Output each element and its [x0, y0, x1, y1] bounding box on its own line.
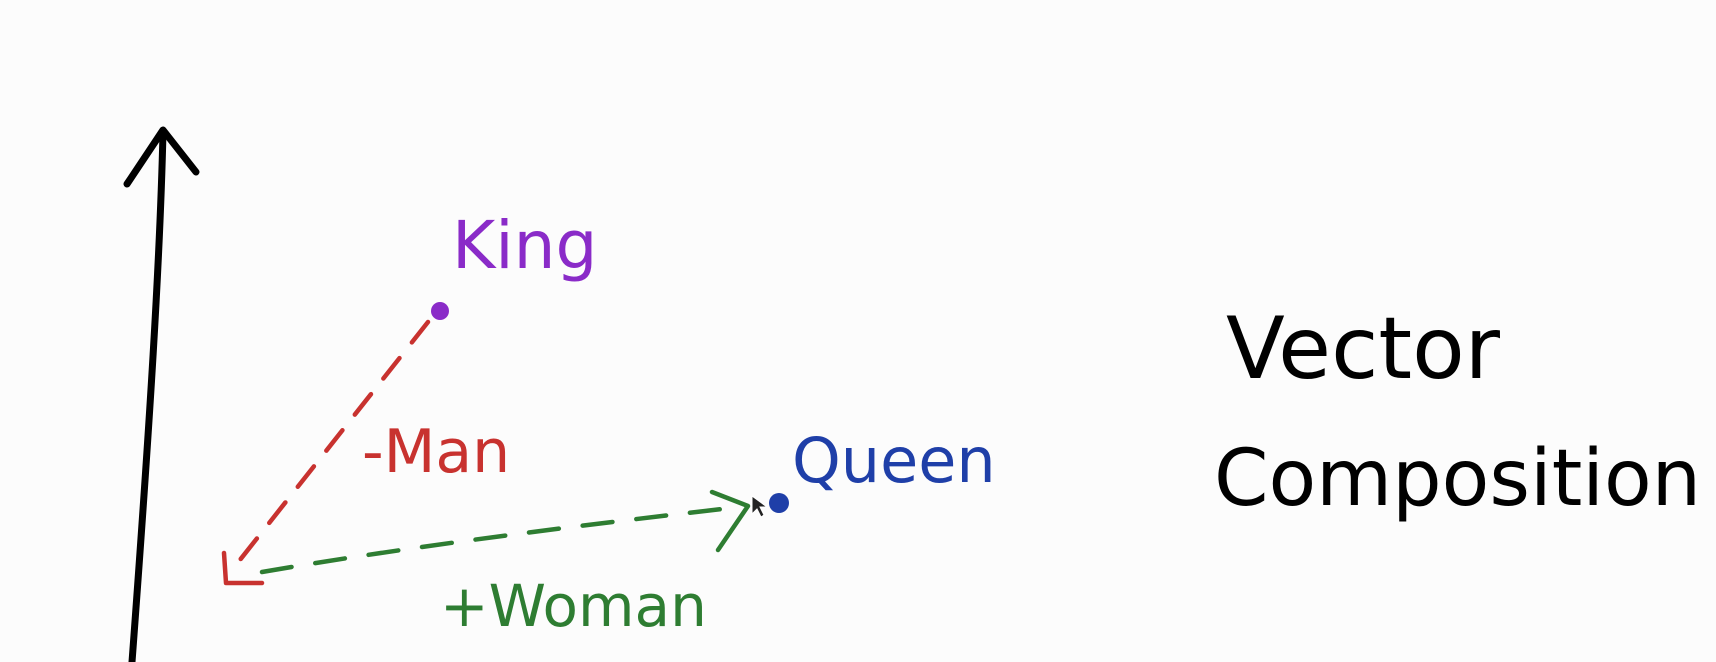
king-point — [431, 302, 449, 320]
plus-woman-label: +Woman — [440, 572, 707, 640]
queen-point — [769, 493, 789, 513]
minus-man-vector — [221, 319, 431, 586]
y-axis — [123, 126, 200, 662]
title-line-1: Vector — [1226, 299, 1501, 399]
king-label: King — [452, 207, 597, 284]
title-line-2: Composition — [1214, 434, 1701, 524]
y-axis-line — [128, 128, 167, 662]
mouse-cursor-icon — [751, 495, 769, 518]
minus-man-arrowhead — [221, 550, 265, 586]
plus-woman-dashed-line — [259, 504, 743, 575]
plus-woman-arrowhead — [709, 489, 751, 553]
minus-man-label: -Man — [362, 417, 510, 487]
minus-man-dashed-line — [229, 319, 431, 573]
plus-woman-vector — [259, 489, 751, 575]
queen-label: Queen — [792, 424, 996, 497]
y-axis-arrowhead — [123, 126, 200, 188]
